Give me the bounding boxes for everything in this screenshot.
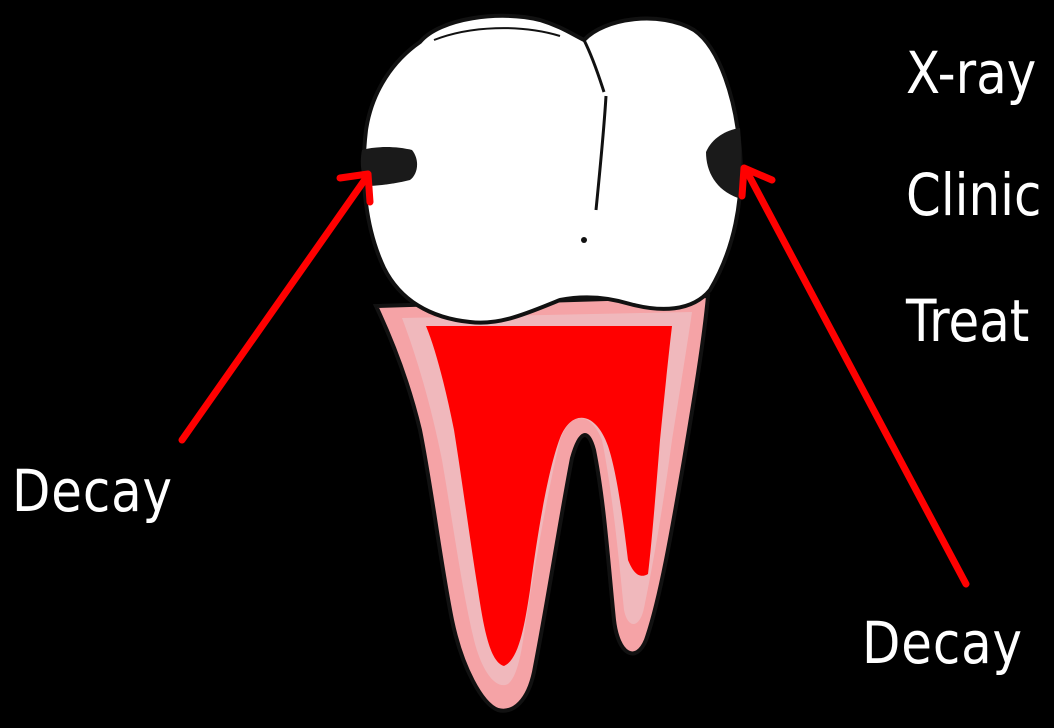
arrow-right-shaft <box>746 170 966 584</box>
decay-label-right: Decay <box>862 614 1023 672</box>
text-line-xray: X-ray <box>906 44 1036 102</box>
tooth-crown <box>364 16 741 323</box>
text-line-treat: Treat <box>906 292 1029 350</box>
text-line-clinic: Clinic <box>906 166 1041 224</box>
decay-label-left: Decay <box>12 462 173 520</box>
crown-pit <box>581 237 587 243</box>
arrow-left-shaft <box>182 178 366 440</box>
